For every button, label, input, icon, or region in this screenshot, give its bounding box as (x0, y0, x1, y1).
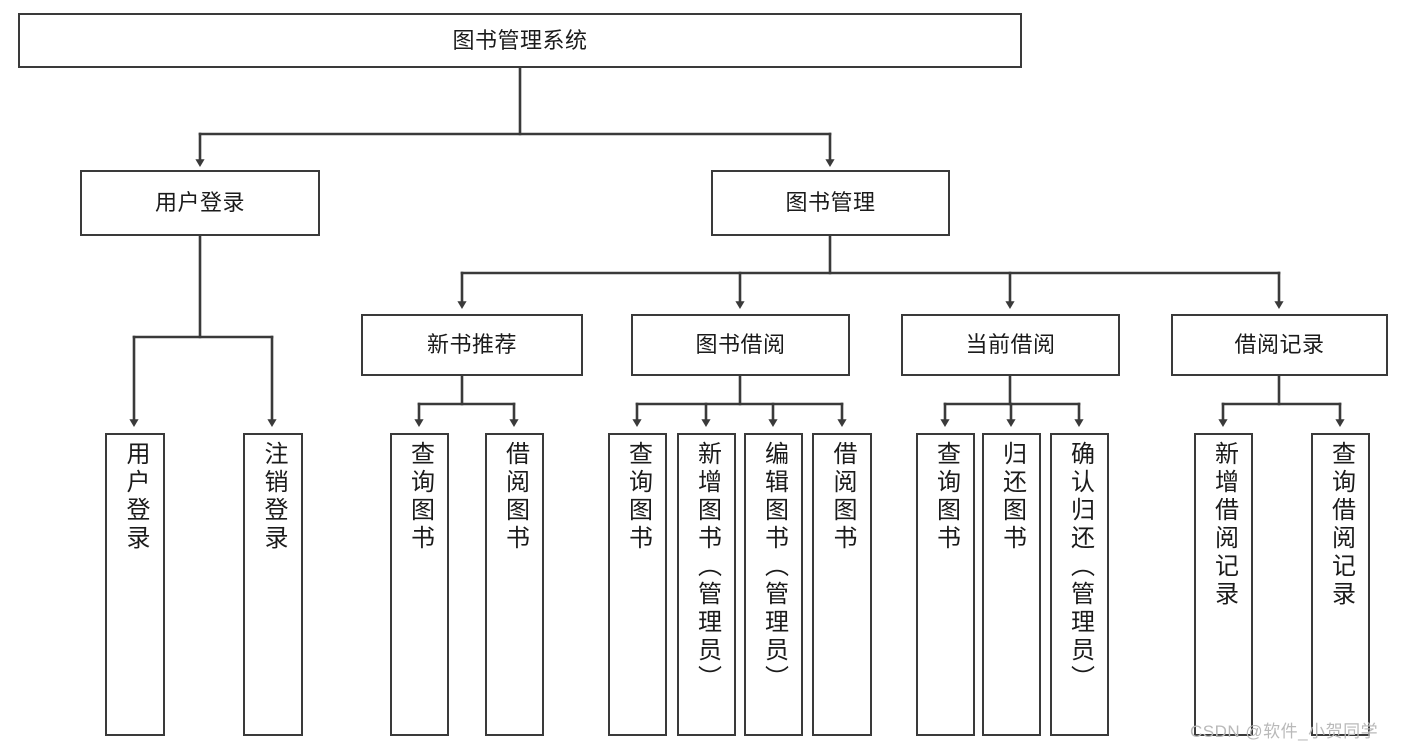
node-current-borrow[interactable]: 当前借阅 (901, 314, 1120, 376)
node-book-management[interactable]: 图书管理 (711, 170, 950, 236)
node-label: 图书管理系统 (452, 27, 588, 53)
node-label: 图书管理 (785, 190, 876, 216)
node-leaf-current-return-book[interactable]: 归还图书 (982, 433, 1041, 736)
node-leaf-record-add-record[interactable]: 新增借阅记录 (1194, 433, 1253, 736)
node-label: 查询借阅记录 (1327, 441, 1355, 609)
node-label: 编辑图书（管理员） (760, 441, 788, 693)
node-label: 查询图书 (932, 441, 960, 553)
node-leaf-borrow-borrow-book[interactable]: 借阅图书 (812, 433, 872, 736)
node-leaf-current-confirm-return-admin[interactable]: 确认归还（管理员） (1050, 433, 1109, 736)
node-label: 借阅图书 (501, 441, 529, 553)
node-label: 查询图书 (624, 441, 652, 553)
node-root-book-management-system[interactable]: 图书管理系统 (18, 13, 1022, 68)
node-leaf-new-book-query[interactable]: 查询图书 (390, 433, 449, 736)
csdn-watermark: CSDN @软件_小贺同学 (1190, 722, 1379, 741)
node-label: 注销登录 (260, 441, 287, 553)
node-user-login[interactable]: 用户登录 (80, 170, 320, 236)
node-label: 新增图书（管理员） (693, 441, 721, 693)
node-label: 借阅记录 (1234, 332, 1325, 358)
node-leaf-borrow-edit-book-admin[interactable]: 编辑图书（管理员） (744, 433, 803, 736)
node-label: 图书借阅 (695, 332, 786, 358)
node-new-book-recommend[interactable]: 新书推荐 (361, 314, 583, 376)
node-label: 新书推荐 (426, 332, 517, 358)
node-label: 确认归还（管理员） (1066, 441, 1094, 693)
node-leaf-current-query-book[interactable]: 查询图书 (916, 433, 975, 736)
node-label: 用户登录 (154, 190, 245, 216)
node-leaf-new-book-borrow[interactable]: 借阅图书 (485, 433, 544, 736)
node-label: 新增借阅记录 (1210, 441, 1238, 609)
node-book-borrow[interactable]: 图书借阅 (631, 314, 850, 376)
node-label: 归还图书 (998, 441, 1026, 553)
node-leaf-user-login-signin[interactable]: 用户登录 (105, 433, 165, 736)
node-label: 用户登录 (122, 441, 149, 553)
node-label: 借阅图书 (829, 441, 856, 553)
node-borrow-record[interactable]: 借阅记录 (1171, 314, 1388, 376)
node-leaf-borrow-query-book[interactable]: 查询图书 (608, 433, 667, 736)
node-leaf-user-login-signout[interactable]: 注销登录 (243, 433, 303, 736)
node-leaf-record-query-record[interactable]: 查询借阅记录 (1311, 433, 1370, 736)
node-leaf-borrow-add-book-admin[interactable]: 新增图书（管理员） (677, 433, 736, 736)
node-label: 查询图书 (406, 441, 434, 553)
node-label: 当前借阅 (965, 332, 1056, 358)
